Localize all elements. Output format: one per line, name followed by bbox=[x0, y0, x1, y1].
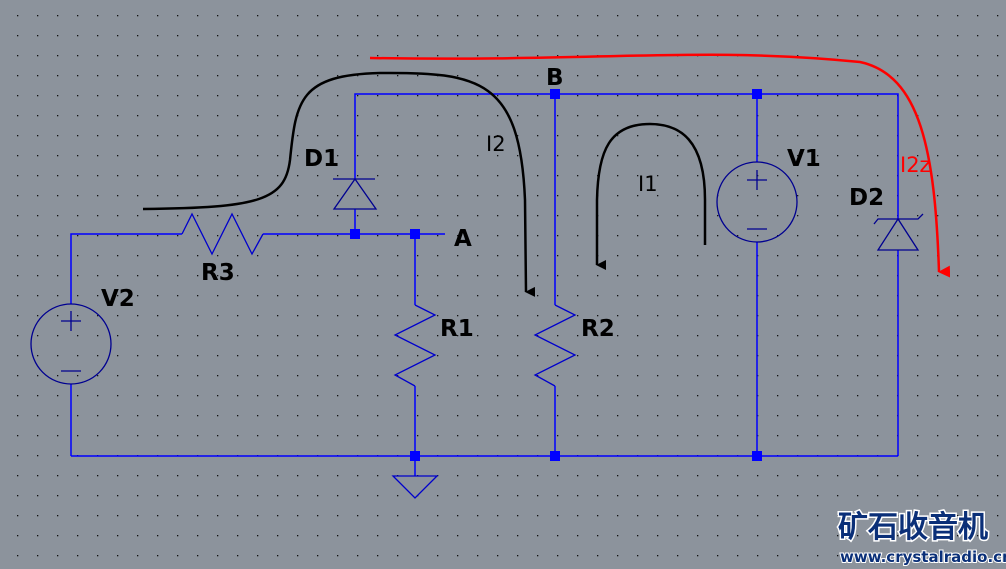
current-i1-arrow bbox=[595, 122, 707, 270]
watermark-url: www.crystalradio.cn bbox=[840, 548, 1006, 566]
junction-dots bbox=[350, 89, 762, 461]
current-i2-label: I2 bbox=[486, 132, 506, 156]
current-i2z-arrow bbox=[369, 53, 951, 278]
current-i2-arrow bbox=[142, 71, 536, 297]
ground-symbol bbox=[391, 475, 439, 499]
v1-label: V1 bbox=[787, 146, 821, 172]
current-i1-label: I1 bbox=[638, 172, 658, 196]
diode-d1-symbol[interactable] bbox=[332, 177, 378, 210]
node-a-label: A bbox=[454, 226, 472, 252]
watermark-title: 矿石收音机 bbox=[838, 510, 988, 545]
voltage-source-v1-symbol[interactable] bbox=[716, 161, 798, 243]
voltage-source-v2-symbol[interactable] bbox=[30, 303, 112, 385]
resistor-r2-symbol[interactable] bbox=[533, 304, 577, 387]
resistor-r1-symbol[interactable] bbox=[393, 304, 437, 387]
r2-label: R2 bbox=[581, 316, 615, 342]
v2-label: V2 bbox=[101, 286, 135, 312]
node-b-label: B bbox=[546, 65, 564, 91]
d1-label: D1 bbox=[304, 146, 339, 172]
zener-diode-d2-symbol[interactable] bbox=[873, 213, 924, 251]
d2-label: D2 bbox=[849, 185, 884, 211]
resistor-r3-symbol[interactable] bbox=[181, 212, 264, 256]
r3-label: R3 bbox=[201, 260, 235, 286]
current-i2z-label: I2z bbox=[900, 153, 931, 177]
r1-label: R1 bbox=[440, 316, 474, 342]
